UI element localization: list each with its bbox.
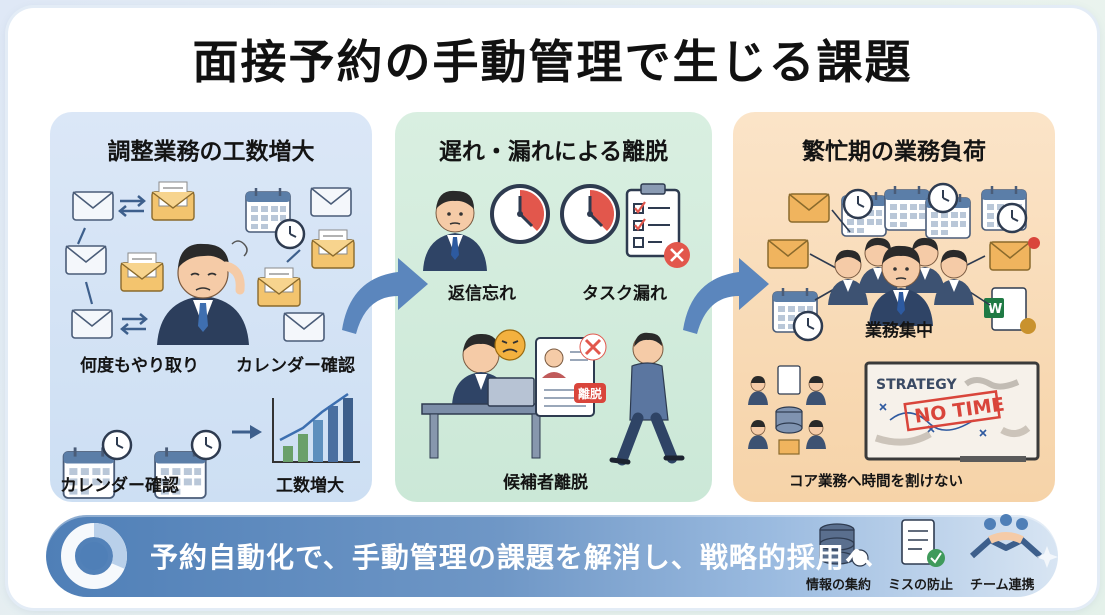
- whiteboard-text: STRATEGY: [876, 377, 957, 393]
- panel-title: 遅れ・漏れによる離脱: [438, 139, 669, 165]
- resume-icon: 離脱: [535, 333, 607, 417]
- panel-title: 調整業務の工数増大: [107, 139, 315, 165]
- panel-title: 繁忙期の業務負荷: [802, 139, 986, 165]
- banner-icon-label-error: ミスの防止: [888, 578, 954, 593]
- database-icon: [819, 523, 869, 567]
- arrow-right-icon: [232, 425, 262, 439]
- banner-icon-label-team: チーム連携: [970, 578, 1035, 593]
- label-task-missed: タスク漏れ: [582, 284, 667, 304]
- arrow-panel1-to-2-icon: [342, 258, 428, 334]
- solution-banner: [46, 515, 1058, 597]
- svg-text:W: W: [988, 302, 1002, 317]
- walking-away-person-icon: [609, 332, 685, 466]
- label-candidate-dropout: 候補者離脱: [503, 472, 588, 493]
- page-title: 面接予約の手動管理で生じる課題: [192, 35, 913, 89]
- sparkle-icon: [1036, 546, 1058, 568]
- notification-dot: [1028, 237, 1040, 249]
- label-workload-increase: 工数増大: [276, 475, 344, 496]
- label-calendar-check-2: カレンダー確認: [60, 475, 179, 496]
- team-database-icon: [747, 365, 827, 455]
- label-no-time-for-core: コア業務へ時間を割けない: [789, 472, 963, 490]
- desk-worker-icon: [421, 333, 549, 459]
- label-calendar-check-1: カレンダー確認: [236, 355, 355, 376]
- spreadsheet-icon: W: [984, 287, 1036, 334]
- label-back-and-forth: 何度もやり取り: [80, 355, 199, 376]
- checklist-icon: [625, 183, 690, 268]
- tag-dropout: 離脱: [578, 386, 602, 401]
- banner-message: 予約自動化で、手動管理の課題を解消し、戦略的採用へ: [150, 541, 874, 574]
- strategy-whiteboard-icon: STRATEGY NO TIME: [864, 361, 1040, 462]
- label-work-concentration: 業務集中: [865, 320, 933, 341]
- handshake-icon: [970, 514, 1042, 559]
- banner-icon-label-data: 情報の集約: [806, 578, 872, 593]
- checklist-icon: [901, 519, 945, 567]
- growth-chart-icon: [272, 392, 360, 463]
- stressed-person-icon: [157, 240, 249, 345]
- arrow-panel2-to-3-icon: [683, 258, 769, 334]
- angry-emoji-icon: [494, 329, 526, 361]
- label-forgot-reply: 返信忘れ: [448, 283, 516, 304]
- donut-chart-icon: [61, 523, 127, 589]
